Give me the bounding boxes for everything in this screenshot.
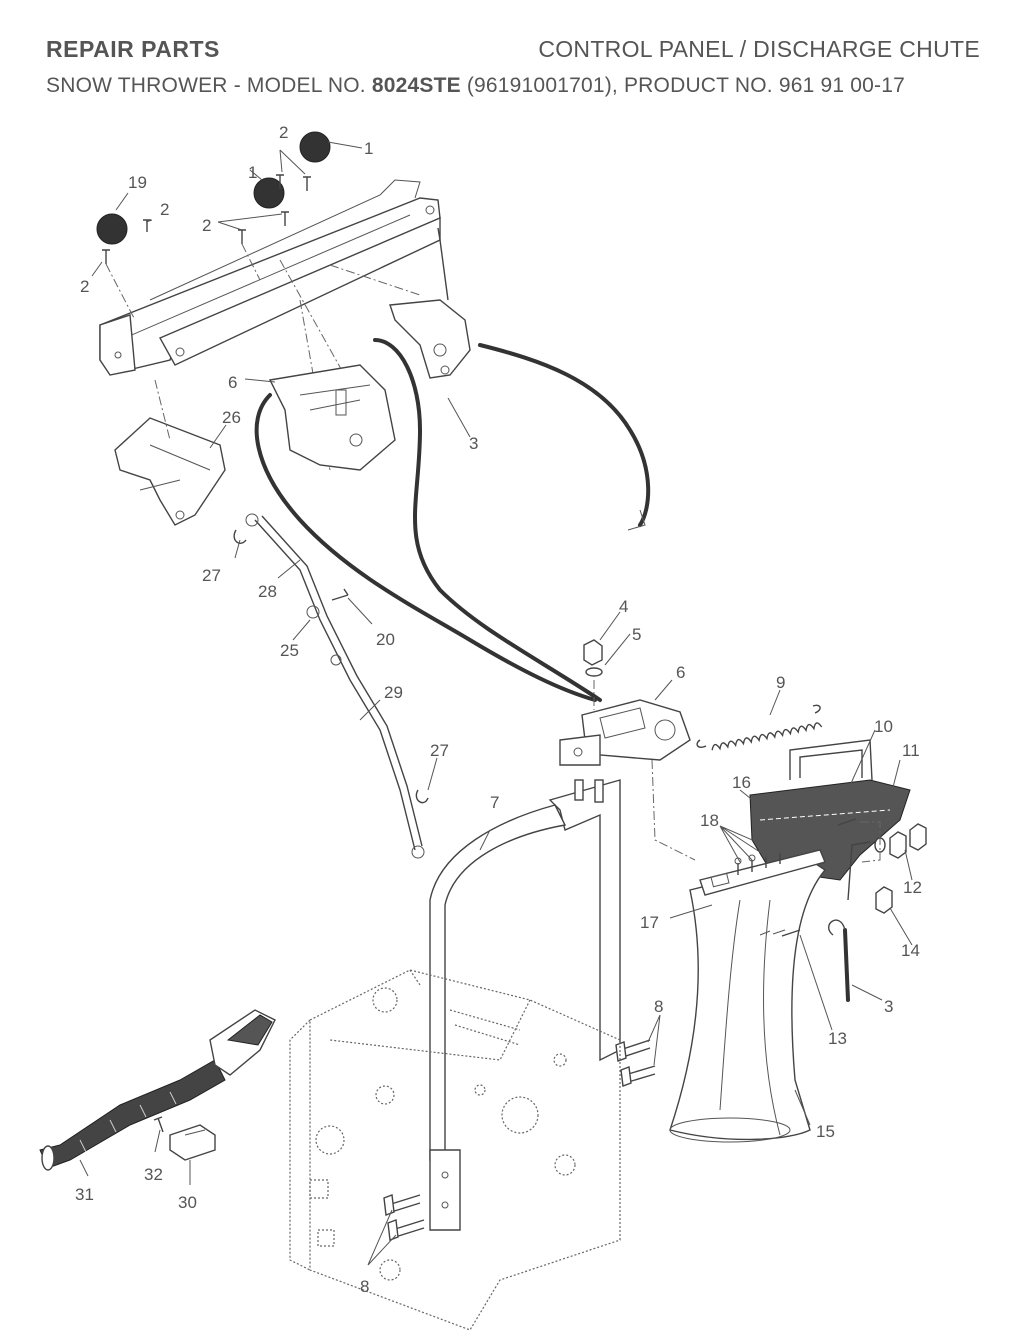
chute-handle-7 [429,779,621,1231]
bracket-30 [169,1124,216,1161]
callout-29: 29 [384,683,403,702]
callout-13: 13 [828,1029,847,1048]
chute-deflector-16 [749,739,911,881]
callout-8-upper: 8 [654,997,663,1016]
callout-7: 7 [490,793,499,812]
callout-20: 20 [376,630,395,649]
knob-1-lower [253,177,285,209]
page-title: CONTROL PANEL / DISCHARGE CHUTE [538,36,980,62]
callout-2-far-left: 2 [80,277,89,296]
chute-cable-3-lower [828,841,871,1002]
callout-26: 26 [222,408,241,427]
callout-2-mid: 2 [202,216,211,235]
callout-8-lower: 8 [360,1277,369,1296]
control-panel [99,179,441,471]
spring-9 [696,704,823,751]
callout-32: 32 [144,1165,163,1184]
auger-housing [289,969,621,1331]
callout-18: 18 [700,811,719,830]
auger-shaft-31 [39,1009,276,1171]
page-subtitle: SNOW THROWER - MODEL NO. 8024STE (961910… [46,74,905,98]
callout-4: 4 [619,597,628,616]
callout-17: 17 [640,913,659,932]
subtitle-prefix: SNOW THROWER - MODEL NO. [46,74,372,97]
callout-19: 19 [128,173,147,192]
callout-15: 15 [816,1122,835,1141]
callout-6-lower: 6 [676,663,685,682]
callout-11: 11 [902,741,920,760]
callout-3-lower: 3 [884,997,893,1016]
model-number: 8024STE [371,74,461,97]
auger-lever-bracket [114,379,226,526]
subtitle-suffix: (96191001701), PRODUCT NO. 961 91 00-17 [460,74,906,97]
callout-27-upper: 27 [202,566,221,585]
bolts-8 [383,1039,656,1241]
chute-rotator-bracket [559,680,696,861]
washer-5 [585,667,603,677]
callout-2-top: 2 [279,123,288,142]
leader-lines [79,141,913,1266]
callout-3-upper: 3 [469,434,478,453]
knob-1-upper [299,131,331,163]
callout-6-upper: 6 [228,373,237,392]
callout-1-lower: 1 [248,163,257,182]
discharge-chute-15 [669,849,827,1143]
section-title: REPAIR PARTS [46,36,220,62]
chute-deflector-lever [389,227,471,379]
callout-14: 14 [901,941,920,960]
callout-1-upper: 1 [364,139,373,158]
callout-28: 28 [258,582,277,601]
callout-27-lower: 27 [430,741,449,760]
hardware-11-12-14 [860,821,927,914]
shift-rod-assembly [233,513,429,859]
screw-32 [153,1116,164,1133]
nut-4 [583,639,603,666]
chute-control-bracket [268,364,396,471]
callout-5: 5 [632,625,641,644]
callout-31: 31 [75,1185,94,1204]
callout-12: 12 [903,878,922,897]
callout-16: 16 [732,773,751,792]
callout-10: 10 [874,717,893,736]
callout-labels: 1 1 2 2 2 2 19 6 3 26 27 28 25 20 4 5 6 … [75,123,922,1296]
callout-25: 25 [280,641,299,660]
callout-30: 30 [178,1193,197,1212]
callout-2-left: 2 [160,200,169,219]
control-cables [254,338,651,702]
knob-19 [96,213,128,245]
callout-9: 9 [776,673,785,692]
